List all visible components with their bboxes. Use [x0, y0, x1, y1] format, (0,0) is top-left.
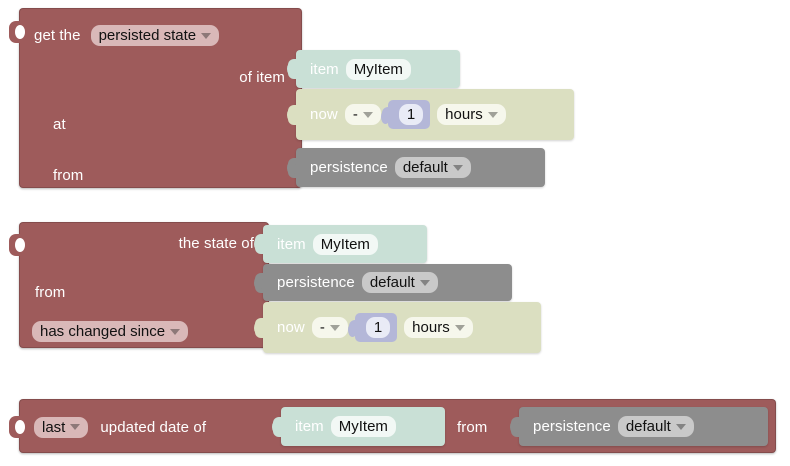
persistence-name-dropdown[interactable]: default: [361, 272, 438, 293]
number-field[interactable]: 1: [365, 317, 391, 338]
persistence-label: persistence: [310, 159, 388, 176]
block-get-persisted-state[interactable]: get the persisted state of item at from: [9, 8, 302, 188]
row-get-the: get the persisted state: [34, 25, 220, 46]
input-plug: [254, 317, 264, 338]
row-from-label: from: [53, 167, 84, 184]
item-label: item: [277, 235, 306, 253]
last-dropdown-value: last: [42, 418, 66, 436]
unit-value: hours: [445, 106, 483, 123]
persisted-state-dropdown[interactable]: persisted state: [90, 25, 220, 46]
input-plug: [347, 319, 358, 337]
unit-value: hours: [412, 319, 450, 336]
row-from: from: [53, 168, 83, 183]
persistence-name-value: default: [402, 159, 448, 176]
operator-value: -: [352, 106, 358, 123]
persistence-name-value: default: [625, 418, 671, 435]
last-dropdown[interactable]: last: [34, 416, 89, 438]
output-connector-tab: [9, 234, 25, 256]
block-item-3[interactable]: item MyItem: [272, 407, 445, 446]
block-persistence-1[interactable]: persistence default: [287, 148, 545, 187]
block-datetime-2[interactable]: now - 1 hours: [254, 302, 541, 353]
block-state-changed-since[interactable]: the state of from has changed since: [9, 222, 269, 348]
row-from-2: from: [35, 285, 65, 300]
now-label: now: [310, 106, 338, 123]
input-plug: [254, 234, 264, 254]
chevron-down-icon: [329, 324, 340, 331]
row-has-changed-since: has changed since: [32, 321, 189, 342]
updated-date-of-label: updated date of: [100, 418, 207, 436]
persistence-label: persistence: [533, 418, 611, 435]
input-plug: [287, 59, 297, 79]
item-label: item: [310, 60, 339, 78]
row-at-label: at: [53, 116, 66, 133]
input-plug: [287, 157, 297, 178]
unit-dropdown[interactable]: hours: [404, 317, 473, 338]
persistence-name-dropdown[interactable]: default: [617, 416, 694, 437]
chevron-down-icon: [170, 328, 181, 335]
unit-dropdown[interactable]: hours: [437, 104, 506, 125]
chevron-down-icon: [70, 424, 81, 430]
changed-since-dropdown[interactable]: has changed since: [32, 321, 189, 342]
input-plug: [272, 416, 282, 437]
row-last-updated: last updated date of: [34, 400, 206, 454]
row-from-3: from: [457, 400, 487, 454]
block-item-1[interactable]: item MyItem: [287, 50, 460, 88]
now-label: now: [277, 319, 305, 336]
input-plug: [287, 104, 297, 125]
output-connector-tab: [9, 21, 25, 43]
persistence-name-value: default: [369, 274, 415, 291]
row-get-the-label: get the: [34, 27, 81, 44]
from-label: from: [457, 418, 488, 436]
changed-since-value: has changed since: [40, 323, 166, 340]
operator-value: -: [319, 319, 325, 336]
row-at: at: [53, 117, 66, 132]
output-connector-tab: [9, 416, 25, 438]
block-item-2[interactable]: item MyItem: [254, 225, 427, 263]
block-number-2[interactable]: 1: [347, 313, 398, 342]
persisted-state-dropdown-value: persisted state: [98, 27, 197, 44]
chevron-down-icon: [454, 324, 465, 331]
block-persistence-3[interactable]: persistence default: [510, 407, 768, 446]
block-number-1[interactable]: 1: [380, 100, 431, 129]
chevron-down-icon: [487, 111, 498, 118]
operator-dropdown[interactable]: -: [311, 317, 348, 338]
input-plug: [510, 416, 520, 437]
row-the-state-of: the state of: [179, 236, 254, 251]
block-persistence-2[interactable]: persistence default: [254, 264, 512, 301]
number-field[interactable]: 1: [398, 104, 424, 125]
operator-dropdown[interactable]: -: [344, 104, 381, 125]
row-of-item: of item: [239, 70, 285, 85]
from-label: from: [35, 284, 66, 301]
chevron-down-icon: [452, 164, 463, 171]
persistence-name-dropdown[interactable]: default: [394, 157, 471, 178]
item-name-field[interactable]: MyItem: [345, 58, 411, 80]
item-name-field[interactable]: MyItem: [330, 416, 396, 437]
item-name-field[interactable]: MyItem: [312, 233, 378, 255]
item-label: item: [295, 418, 324, 435]
row-of-item-label: of item: [239, 69, 285, 86]
chevron-down-icon: [419, 279, 430, 286]
input-plug: [254, 272, 264, 293]
the-state-of-label: the state of: [178, 235, 254, 252]
block-datetime-1[interactable]: now - 1 hours: [287, 89, 574, 140]
chevron-down-icon: [201, 32, 212, 39]
chevron-down-icon: [362, 111, 373, 118]
persistence-label: persistence: [277, 274, 355, 291]
input-plug: [380, 106, 391, 124]
chevron-down-icon: [675, 423, 686, 430]
